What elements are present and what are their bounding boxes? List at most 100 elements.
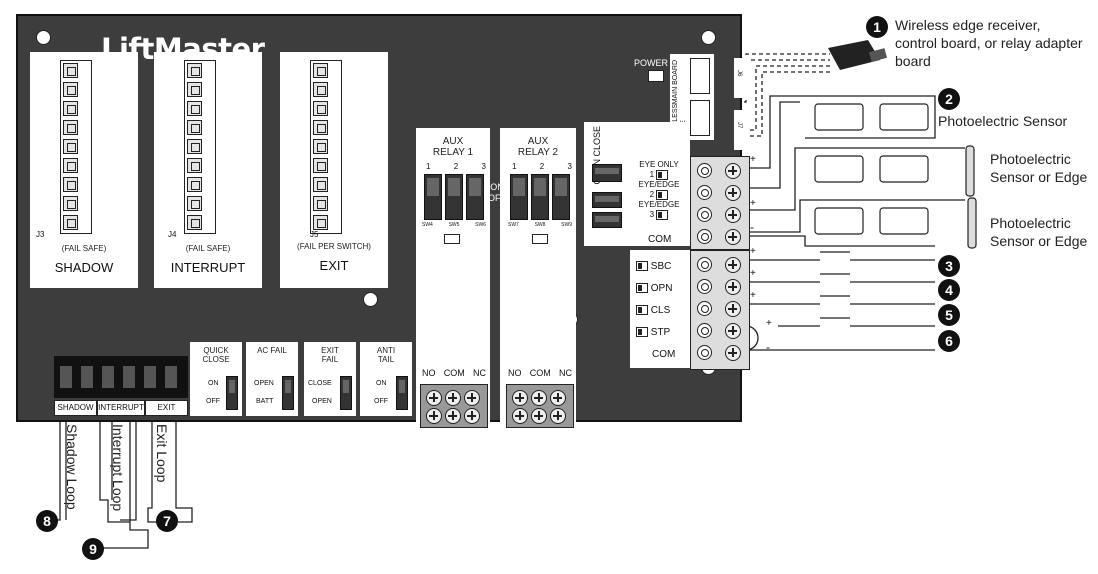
mount-hole [363, 292, 378, 307]
input-label: STP [650, 327, 671, 338]
option-switch[interactable] [396, 376, 408, 410]
loop-text: Exit Loop [154, 424, 170, 483]
option-switch[interactable] [282, 376, 294, 410]
screw-terminal[interactable] [512, 390, 528, 406]
off-label: OFF [488, 193, 506, 203]
relay-switch-number: 3 [481, 162, 486, 171]
callout-number: 5 [938, 304, 960, 326]
input-terminal[interactable] [697, 257, 712, 272]
aux-relay-2-panel: AUX RELAY 2 1 2 3 SW7 SW8 SW9 NO COM NC [500, 128, 576, 428]
input-terminal-block [690, 250, 750, 370]
panel-exit: J5 (FAIL PER SWITCH) EXIT [280, 52, 388, 288]
input-terminal[interactable] [697, 345, 712, 360]
input-terminal[interactable] [697, 279, 712, 294]
screw-terminal[interactable] [464, 390, 480, 406]
eye-com-label: COM [648, 234, 672, 245]
screw-terminal[interactable] [725, 345, 741, 361]
screw-terminal[interactable] [512, 408, 528, 424]
jumper[interactable] [444, 234, 460, 244]
option-exit-fail: EXIT FAIL CLOSE OPEN [304, 342, 356, 416]
callout-number: 1 [866, 16, 888, 38]
screw-terminal[interactable] [426, 390, 442, 406]
power-label: POWER [634, 58, 669, 68]
connector-j7: J7 [734, 110, 750, 150]
sw-id: SW8 [534, 222, 546, 228]
screw-terminal[interactable] [725, 301, 741, 317]
callout-number: 4 [938, 279, 960, 301]
relay-switch-number: 2 [539, 162, 545, 171]
screw-terminal[interactable] [531, 408, 547, 424]
option-bottom: OFF [374, 398, 388, 405]
sw-id: SW6 [475, 222, 486, 228]
eye-jumper[interactable] [656, 190, 669, 201]
dip-switch[interactable] [531, 174, 549, 220]
panel-mode: (FAIL PER SWITCH) [297, 242, 371, 251]
sw-id: SW9 [561, 222, 572, 228]
dip-switch[interactable] [466, 174, 484, 220]
dip-switch[interactable] [424, 174, 442, 220]
dip-switch[interactable] [445, 174, 463, 220]
eye-terminal[interactable] [697, 229, 712, 244]
eye-number: 1 [649, 170, 655, 180]
option-top: OPEN [254, 380, 274, 387]
input-terminal[interactable] [697, 323, 712, 338]
loop-terminal[interactable] [144, 366, 156, 388]
screw-terminal[interactable] [725, 207, 741, 223]
eye-jumper[interactable] [656, 210, 669, 221]
screw-terminal[interactable] [725, 279, 741, 295]
loop-terminal[interactable] [60, 366, 72, 388]
eye-jumper[interactable] [656, 170, 669, 180]
relay-contact: NC [559, 368, 572, 378]
mount-hole [701, 30, 716, 45]
screw-terminal[interactable] [725, 257, 741, 273]
screw-terminal[interactable] [725, 229, 741, 245]
loop-number: 8 [36, 510, 58, 532]
eye-switch[interactable] [592, 164, 622, 182]
option-anti-tail: ANTI TAIL ON OFF [360, 342, 412, 416]
option-switch[interactable] [340, 376, 352, 410]
screw-terminal[interactable] [725, 185, 741, 201]
eye-switch[interactable] [592, 192, 622, 208]
aux-relay-title: AUX RELAY 1 [432, 136, 474, 158]
loop-terminal[interactable] [102, 366, 114, 388]
eye-switch[interactable] [592, 212, 622, 228]
option-switch[interactable] [226, 376, 238, 410]
eye-terminal[interactable] [697, 207, 712, 222]
screw-terminal[interactable] [445, 390, 461, 406]
screw-terminal[interactable] [464, 408, 480, 424]
loop-terminal-strip [54, 356, 188, 398]
loop-terminal[interactable] [165, 366, 177, 388]
loop-terminal[interactable] [123, 366, 135, 388]
input-terminal[interactable] [697, 301, 712, 316]
eye-terminal-label: EYE/EDGE [638, 180, 680, 190]
callout-text: Wireless edge receiver, control board, o… [895, 17, 1083, 69]
screw-terminal[interactable] [725, 323, 741, 339]
eye-terminal[interactable] [697, 163, 712, 178]
option-top: ON [208, 380, 219, 387]
sw-id: SW7 [508, 222, 519, 228]
dip-switch[interactable] [510, 174, 528, 220]
eye-terminal-label: EYE/EDGE [638, 200, 680, 210]
screw-terminal[interactable] [445, 408, 461, 424]
minus-sign: - [766, 340, 770, 354]
relay-switch-number: 2 [453, 162, 459, 171]
eye-terminal-label: EYE ONLY [639, 160, 679, 169]
connector-j5 [310, 60, 342, 234]
option-title: QUICK CLOSE [202, 346, 230, 364]
dip-switch[interactable] [552, 174, 570, 220]
eye-terminal[interactable] [697, 185, 712, 200]
connector-id: J3 [36, 230, 45, 239]
aux-relay-1-panel: AUX RELAY 1 1 2 3 SW4 SW5 SW6 NO COM NC [416, 128, 490, 428]
relay-switch-number: 3 [567, 162, 572, 171]
screw-terminal[interactable] [550, 390, 566, 406]
plus-sign: + [750, 198, 756, 209]
loop-number: 7 [156, 510, 178, 532]
screw-terminal[interactable] [426, 408, 442, 424]
loop-terminal[interactable] [81, 366, 93, 388]
screw-terminal[interactable] [550, 408, 566, 424]
screw-terminal[interactable] [725, 163, 741, 179]
plus-sign: + [750, 268, 756, 279]
option-title: EXIT FAIL [321, 346, 339, 364]
screw-terminal[interactable] [531, 390, 547, 406]
jumper[interactable] [532, 234, 548, 244]
